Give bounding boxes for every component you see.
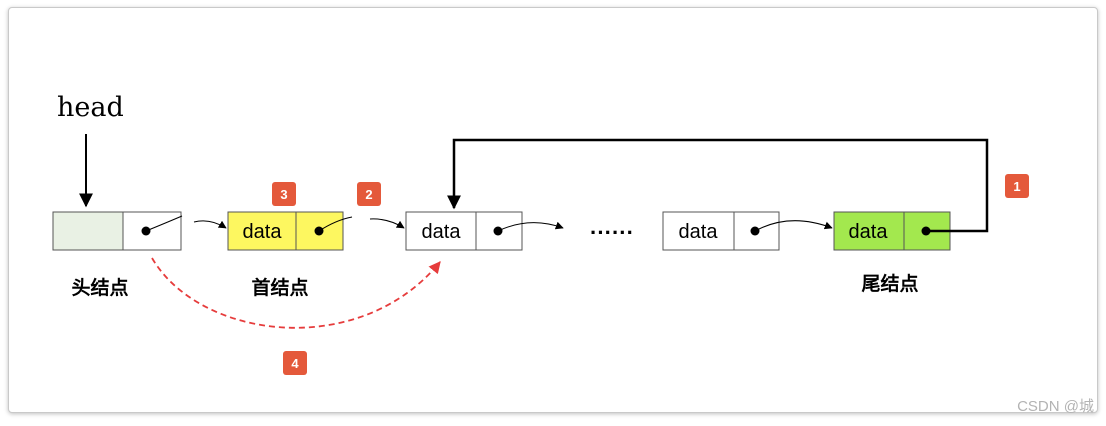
- diagram-frame: [8, 7, 1098, 413]
- first-node-caption: 首结点: [251, 276, 308, 299]
- second-node-data: data: [422, 221, 462, 243]
- badge-2-text: 2: [365, 187, 372, 202]
- arrow-head-to-first-tip: [193, 220, 227, 229]
- head-label: head: [57, 92, 124, 123]
- head-node-caption: 头结点: [71, 276, 128, 299]
- arrow-second-to-ellipsis: [497, 221, 564, 232]
- badge-4-text: 4: [291, 356, 299, 371]
- arrow-first-to-second: [318, 216, 353, 232]
- tail-node-caption: 尾结点: [861, 272, 918, 295]
- arrow-middle-to-tail: [754, 220, 833, 232]
- middle-node-data: data: [679, 221, 719, 243]
- badge-1-text: 1: [1013, 179, 1020, 194]
- second-node: data: [405, 211, 523, 251]
- badge-1: 1: [1005, 174, 1029, 198]
- arrow-head-to-first: [145, 215, 183, 232]
- badge-3: 3: [272, 182, 296, 206]
- watermark: CSDN @城: [1017, 398, 1094, 415]
- arrow-first-to-second-tip: [369, 218, 405, 229]
- first-node-data: data: [243, 221, 283, 243]
- dashed-red-arrow: [151, 257, 441, 329]
- head-node: [52, 211, 182, 251]
- ellipsis: ······: [590, 220, 634, 245]
- badge-3-text: 3: [280, 187, 287, 202]
- loop-back-arrow: [447, 138, 989, 233]
- badge-2: 2: [357, 182, 381, 206]
- badge-4: 4: [283, 351, 307, 375]
- first-node: data: [227, 211, 344, 251]
- tail-node-data: data: [849, 221, 889, 243]
- middle-node: data: [662, 211, 780, 251]
